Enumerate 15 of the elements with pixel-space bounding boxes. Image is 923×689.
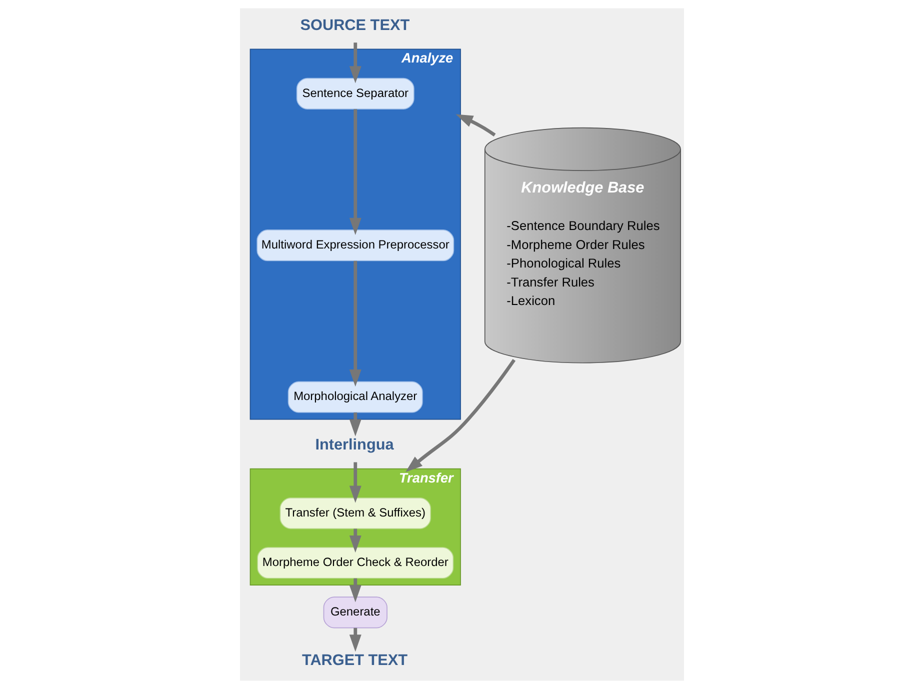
node-box: Sentence Separator: [296, 78, 414, 110]
node-box: Morpheme Order Check & Reorder: [256, 547, 454, 579]
arrow: [455, 114, 496, 136]
arrow: [404, 358, 516, 472]
node-text: SOURCE TEXT: [300, 16, 410, 34]
node-box: Transfer (Stem & Suffixes): [279, 497, 431, 530]
node-box: Multiword Expression Preprocessor: [256, 230, 454, 262]
arrow: [348, 109, 361, 235]
arrow: [348, 462, 361, 503]
node-box: Generate: [322, 596, 387, 628]
arrow: [348, 42, 361, 84]
node-text: Interlingua: [314, 436, 394, 454]
arrow: [348, 260, 361, 387]
node-box: Morphological Analyzer: [287, 381, 422, 413]
node-text: TARGET TEXT: [301, 652, 408, 669]
